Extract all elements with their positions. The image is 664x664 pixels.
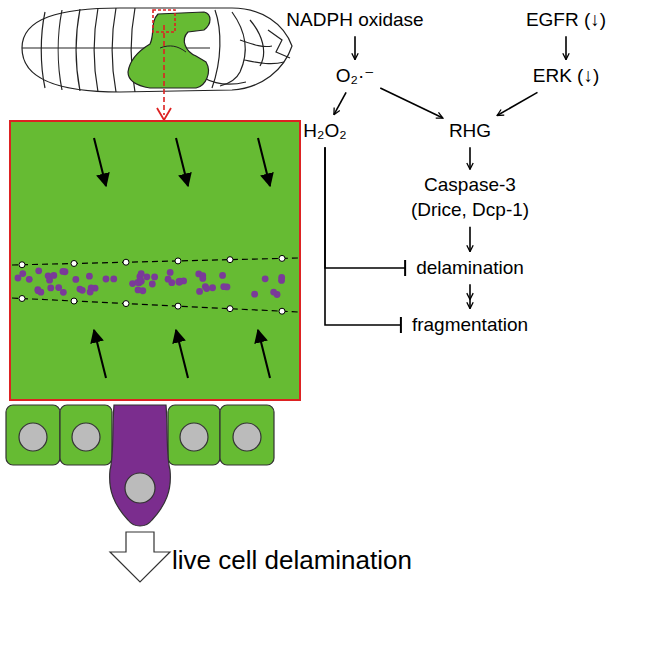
- activation-arrow: [497, 92, 537, 115]
- activation-arrow: [469, 147, 471, 169]
- inhibition-line: [325, 147, 405, 268]
- pathway-node: NADPH oxidase: [283, 7, 426, 34]
- border-cells: [19, 255, 285, 314]
- epithelium: [6, 405, 274, 526]
- node-text: delamination: [416, 256, 524, 281]
- boundary-dashed: [12, 298, 298, 312]
- zoom-arrow: [163, 25, 165, 115]
- pathway-node: delamination: [413, 255, 527, 282]
- pathway-node: RHG: [446, 118, 494, 145]
- node-text: ERK (↓): [533, 64, 600, 89]
- caption-label: live cell delamination: [172, 545, 412, 576]
- pathway-node: O₂·⁻: [333, 63, 378, 90]
- boundary-dashed: [12, 258, 298, 265]
- pathway-node: fragmentation: [409, 312, 531, 339]
- activation-arrow: [354, 36, 356, 59]
- pathway-node: EGFR (↓): [523, 7, 609, 34]
- pathway-node: ERK (↓): [530, 63, 603, 90]
- inhibition-line: [325, 147, 401, 325]
- pupa-drawing: [22, 8, 292, 92]
- node-text: fragmentation: [412, 313, 528, 338]
- activation-arrow: [469, 227, 471, 252]
- activation-arrow: [469, 284, 471, 308]
- tissue-square: [10, 121, 300, 400]
- node-text: O₂·⁻: [336, 64, 375, 89]
- node-text: RHG: [449, 119, 491, 144]
- zoom-arrowhead: [157, 108, 171, 120]
- activation-arrow: [565, 36, 567, 59]
- node-text: NADPH oxidase: [286, 8, 423, 33]
- node-text: H₂O₂: [303, 119, 346, 144]
- convergence-arrows: [94, 138, 270, 378]
- gut: [128, 12, 210, 88]
- node-text: EGFR (↓): [526, 8, 606, 33]
- node-text: Caspase-3 (Drice, Dcp-1): [400, 173, 540, 222]
- activation-arrow: [380, 88, 443, 118]
- pathway-node: H₂O₂: [300, 118, 349, 145]
- pathway-node: Caspase-3 (Drice, Dcp-1): [397, 172, 543, 223]
- delamination-arrow: [110, 532, 170, 582]
- activation-arrow: [334, 92, 346, 114]
- purple-cells: [15, 267, 286, 298]
